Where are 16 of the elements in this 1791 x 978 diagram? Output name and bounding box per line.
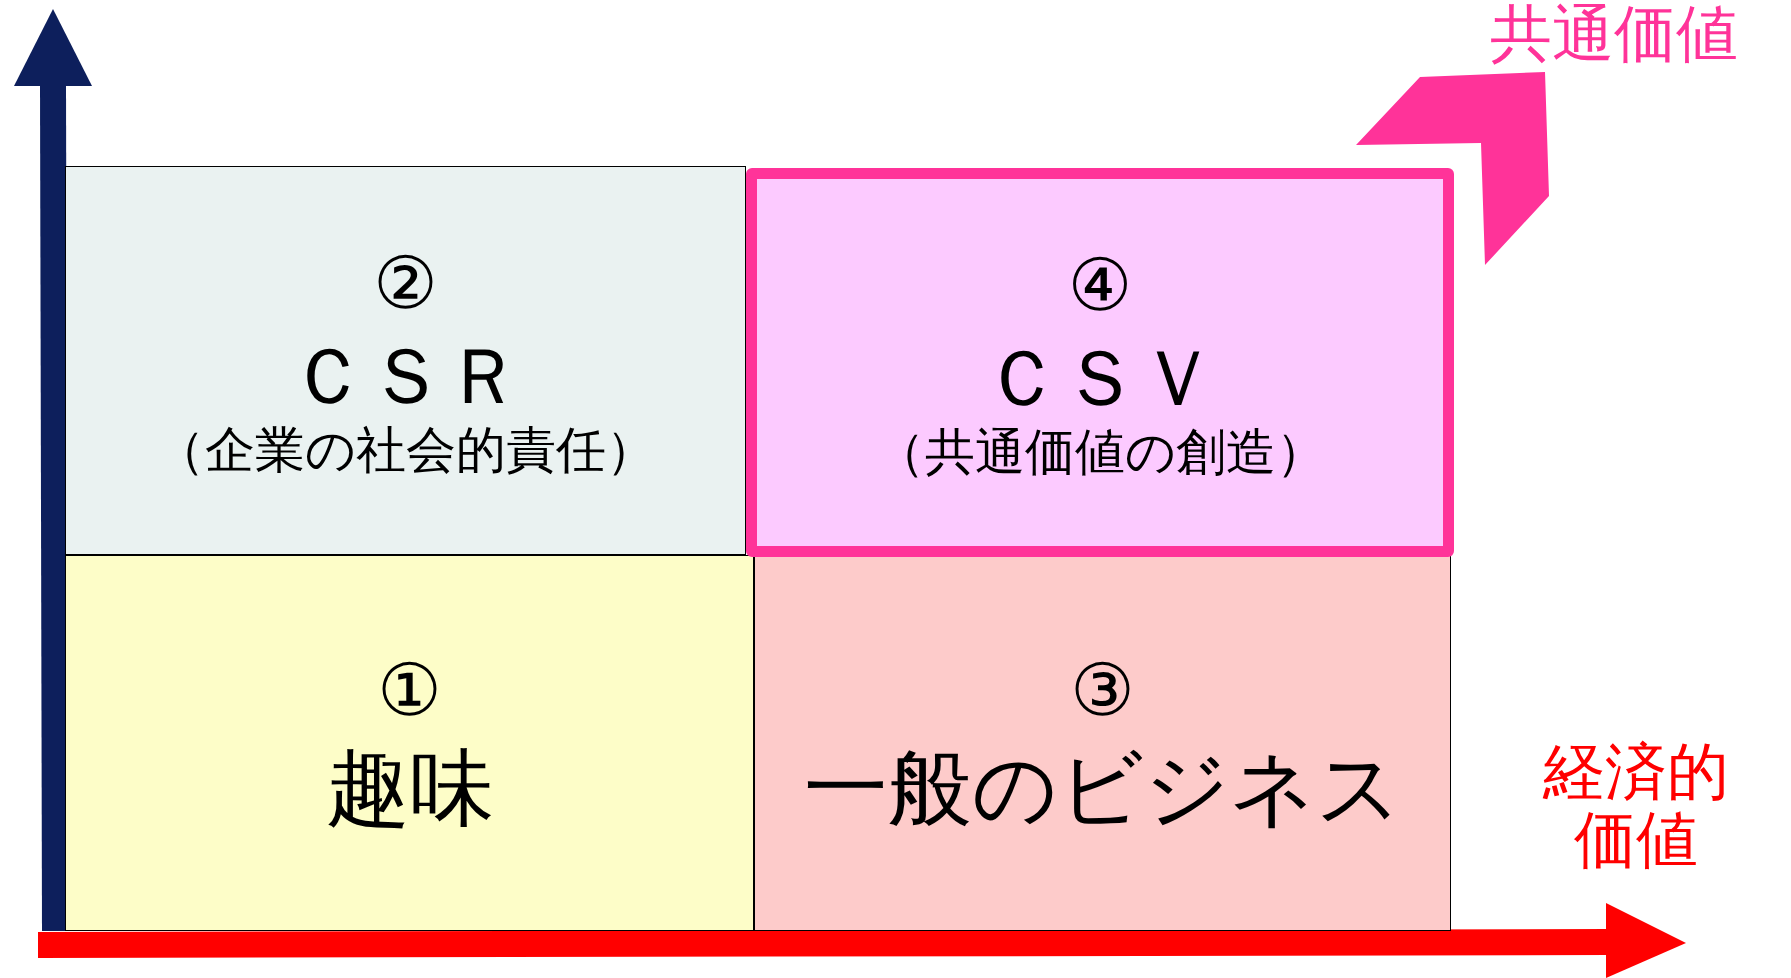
quadrant-title: 趣味 bbox=[325, 740, 494, 837]
quadrant-box bbox=[65, 166, 746, 555]
circled-number: ② bbox=[373, 241, 438, 325]
circled-number: ④ bbox=[1067, 243, 1133, 327]
quadrant-box bbox=[65, 555, 754, 931]
highlighted-quadrant-box bbox=[746, 168, 1454, 557]
quadrant-title: 一般のビジネス bbox=[803, 740, 1402, 837]
quadrant-title: ＣＳＶ bbox=[983, 334, 1217, 424]
axis-label: 共通価値 bbox=[1490, 0, 1738, 69]
axis-label: 経済的価値 bbox=[1542, 738, 1731, 875]
circled-number: ③ bbox=[1070, 649, 1135, 733]
circled-number: ① bbox=[377, 649, 442, 733]
quadrant-subtitle: （企業の社会的責任） bbox=[155, 422, 656, 480]
quadrant-subtitle: （共通価値の創造） bbox=[874, 424, 1326, 482]
quadrant-title: ＣＳＲ bbox=[288, 332, 523, 422]
quadrant-box bbox=[754, 555, 1451, 931]
